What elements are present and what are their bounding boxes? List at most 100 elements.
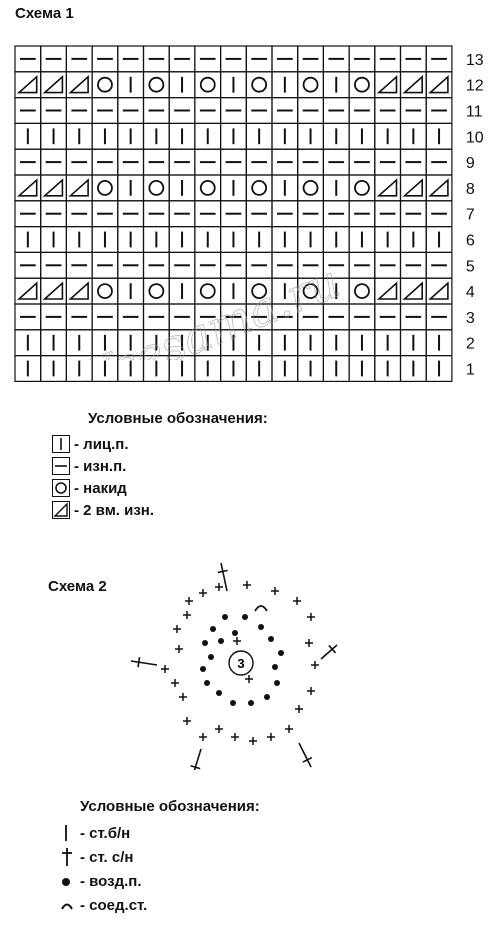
cross-mark: [199, 733, 207, 741]
chart-cell: [117, 277, 145, 305]
chart-cell: [220, 71, 247, 99]
chart-cell: [297, 174, 325, 202]
cross-mark: [161, 665, 169, 673]
cross-mark: [185, 597, 193, 605]
chart-cell: [297, 96, 325, 124]
row-number: 3: [466, 310, 475, 327]
slip-stitch-icon: [61, 903, 73, 910]
chart-cell: [65, 303, 93, 331]
chart-cell: [142, 200, 170, 228]
chart-cell: [142, 329, 170, 357]
chain-dot: [202, 640, 208, 646]
chart-cell: [14, 71, 42, 99]
chart-cell: [348, 303, 376, 331]
chart-cell: [220, 45, 247, 73]
cross-mark: [293, 597, 301, 605]
cross-mark: [183, 717, 191, 725]
chain-dot: [216, 690, 222, 696]
chart-cell: [399, 148, 427, 176]
chart-cell: [65, 122, 93, 150]
chart-cell: [40, 96, 68, 124]
chart-cell: [168, 148, 196, 176]
cross-mark: [285, 725, 293, 733]
chain-dot: [264, 694, 270, 700]
chart-cell: [117, 251, 145, 279]
chart-cell: [65, 71, 93, 99]
legend-label: - 2 вм. изн.: [74, 501, 155, 519]
purl-two-together-icon: [52, 501, 70, 519]
row-number: 6: [466, 233, 475, 250]
cross-mark: [171, 679, 179, 687]
double-crochet-mark: [130, 657, 158, 668]
chart-cell: [425, 71, 453, 99]
double-crochet-mark: [320, 644, 338, 660]
chart-cell: [168, 355, 196, 383]
chart-cell: [348, 174, 376, 202]
chart-cell: [425, 122, 453, 150]
chart-cell: [168, 96, 196, 124]
row-number: 8: [466, 181, 475, 198]
chart-cell: [322, 355, 350, 383]
chart-cell: [348, 329, 376, 357]
chart-cell: [91, 277, 119, 305]
chart-cell: [374, 71, 402, 99]
center-label: 3: [237, 656, 244, 671]
chart-cell: [425, 355, 453, 383]
cross-mark: [233, 637, 241, 645]
cross-mark: [243, 581, 251, 589]
chart-cell: [297, 303, 325, 331]
chart-cell: [117, 200, 145, 228]
chart-cell: [245, 251, 273, 279]
chart-cell: [91, 122, 119, 150]
chart-cell: [220, 148, 247, 176]
chart-cell: [271, 200, 299, 228]
legend-label: - накид: [74, 479, 127, 497]
chart-cell: [220, 96, 247, 124]
chart-cell: [91, 174, 119, 202]
chart-cell: [65, 148, 93, 176]
row-number: 5: [466, 258, 475, 275]
cross-mark: [231, 733, 239, 741]
double-crochet-icon: [62, 848, 72, 866]
legend-label: - возд.п.: [80, 872, 142, 890]
chart-cell: [220, 329, 247, 357]
chain-dot: [204, 680, 210, 686]
scheme2-title: Схема 2: [48, 578, 107, 595]
chart-cell: [399, 174, 427, 202]
legend-label: - ст. с/н: [80, 848, 134, 866]
chart-cell: [194, 355, 222, 383]
chart-cell: [297, 251, 325, 279]
chart-cell: [91, 148, 119, 176]
chart-cell: [40, 45, 68, 73]
chart-cell: [194, 45, 222, 73]
chart-cell: [425, 251, 453, 279]
chart-cell: [348, 148, 376, 176]
chart-cell: [194, 71, 222, 99]
chart-cell: [271, 303, 299, 331]
legend-item-purl-2tog: - 2 вм. изн.: [52, 499, 268, 521]
chain-dot: [200, 666, 206, 672]
chart-cell: [194, 303, 222, 331]
legend-item-double-crochet: - ст. с/н: [60, 845, 260, 869]
chart-cell: [245, 200, 273, 228]
chain-dot: [208, 654, 214, 660]
chart-cell: [40, 71, 68, 99]
chain-dot: [274, 680, 280, 686]
legend-item-slip: - соед.ст.: [60, 893, 260, 917]
chain-dot: [242, 614, 248, 620]
chart-cell: [297, 355, 325, 383]
cross-mark: [305, 639, 313, 647]
chart-cell: [322, 251, 350, 279]
row-number: 13: [466, 52, 484, 69]
cross-mark: [175, 645, 183, 653]
chain-dot: [232, 630, 238, 636]
chart-cell: [194, 329, 222, 357]
chart-cell: [245, 96, 273, 124]
chart-cell: [374, 200, 402, 228]
cross-mark: [183, 611, 191, 619]
chart-cell: [117, 45, 145, 73]
chart-cell: [297, 45, 325, 73]
chart-cell: [194, 226, 222, 254]
chart-cell: [348, 226, 376, 254]
chart-cell: [91, 329, 119, 357]
